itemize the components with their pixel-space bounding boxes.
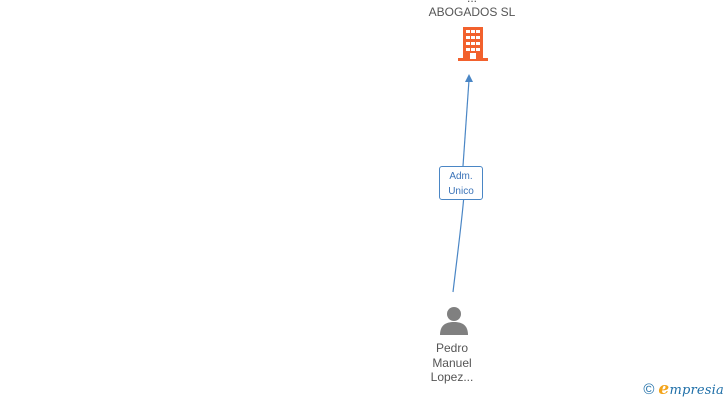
person-name-line2: Manuel [432, 355, 472, 370]
relation-label-line1: Adm. [449, 171, 473, 182]
company-name-line2: ABOGADOS SL [428, 5, 516, 19]
logo-text: mpresia [669, 383, 724, 398]
building-icon[interactable] [456, 27, 490, 61]
company-name-line1: ... [402, 0, 542, 5]
relation-label[interactable]: Adm. Unico [439, 166, 483, 200]
empresia-brand[interactable]: © empresia [643, 378, 724, 400]
person-name[interactable]: Pedro Manuel Lopez... [411, 341, 493, 385]
empresia-logo: empresia [658, 379, 724, 399]
edge-arrowhead [465, 74, 473, 82]
logo-e-letter: e [658, 379, 670, 399]
person-name-line1: Pedro [435, 341, 469, 355]
copyright-icon: © [643, 380, 655, 398]
person-name-line3: Lopez... [430, 370, 474, 384]
relation-label-line2: Unico [448, 186, 474, 197]
person-icon[interactable] [439, 305, 469, 335]
